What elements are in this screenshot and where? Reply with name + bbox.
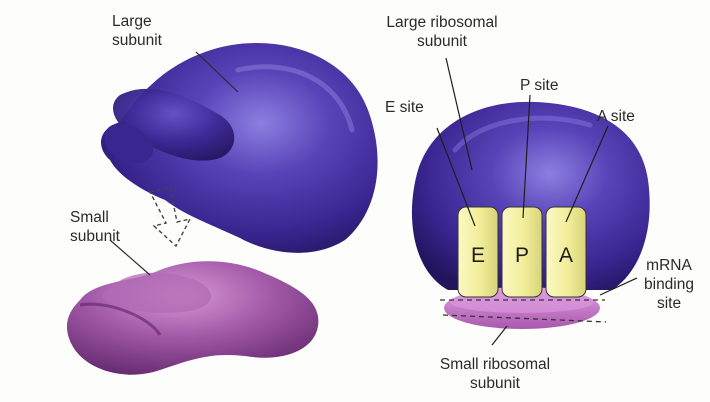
large-subunit-shape (101, 43, 378, 253)
small-subunit-label-line2: subunit (70, 227, 120, 246)
large-ribosomal-label-line2: subunit (372, 32, 512, 51)
large-subunit-label: Large subunit (112, 12, 162, 50)
a-site-label: A site (597, 107, 635, 126)
site-a-box: A (546, 207, 586, 297)
mrna-binding-site-label: mRNA binding site (636, 256, 702, 313)
small-ribosomal-leader (492, 326, 507, 345)
large-ribosomal-subunit-label: Large ribosomal subunit (372, 13, 512, 51)
mrna-label-line3: site (636, 294, 702, 313)
large-ribosomal-label-line1: Large ribosomal (372, 13, 512, 32)
site-e-letter: E (471, 244, 485, 267)
small-ribosomal-subunit-label: Small ribosomal subunit (420, 355, 570, 393)
small-subunit-shape (67, 261, 318, 374)
small-subunit-label-line1: Small (70, 208, 120, 227)
mrna-label-line2: binding (636, 275, 702, 294)
small-subunit-label: Small subunit (70, 208, 120, 246)
small-ribosomal-label-line1: Small ribosomal (420, 355, 570, 374)
large-subunit-label-line2: subunit (112, 31, 162, 50)
site-p-letter: P (515, 244, 529, 267)
small-ribosomal-label-line2: subunit (420, 374, 570, 393)
large-subunit-label-line1: Large (112, 12, 162, 31)
mrna-label-line1: mRNA (636, 256, 702, 275)
p-site-label: P site (520, 76, 559, 95)
site-e-box: E (458, 207, 498, 297)
site-a-letter: A (559, 244, 573, 267)
e-site-label: E site (385, 98, 424, 117)
site-p-box: P (502, 207, 542, 297)
